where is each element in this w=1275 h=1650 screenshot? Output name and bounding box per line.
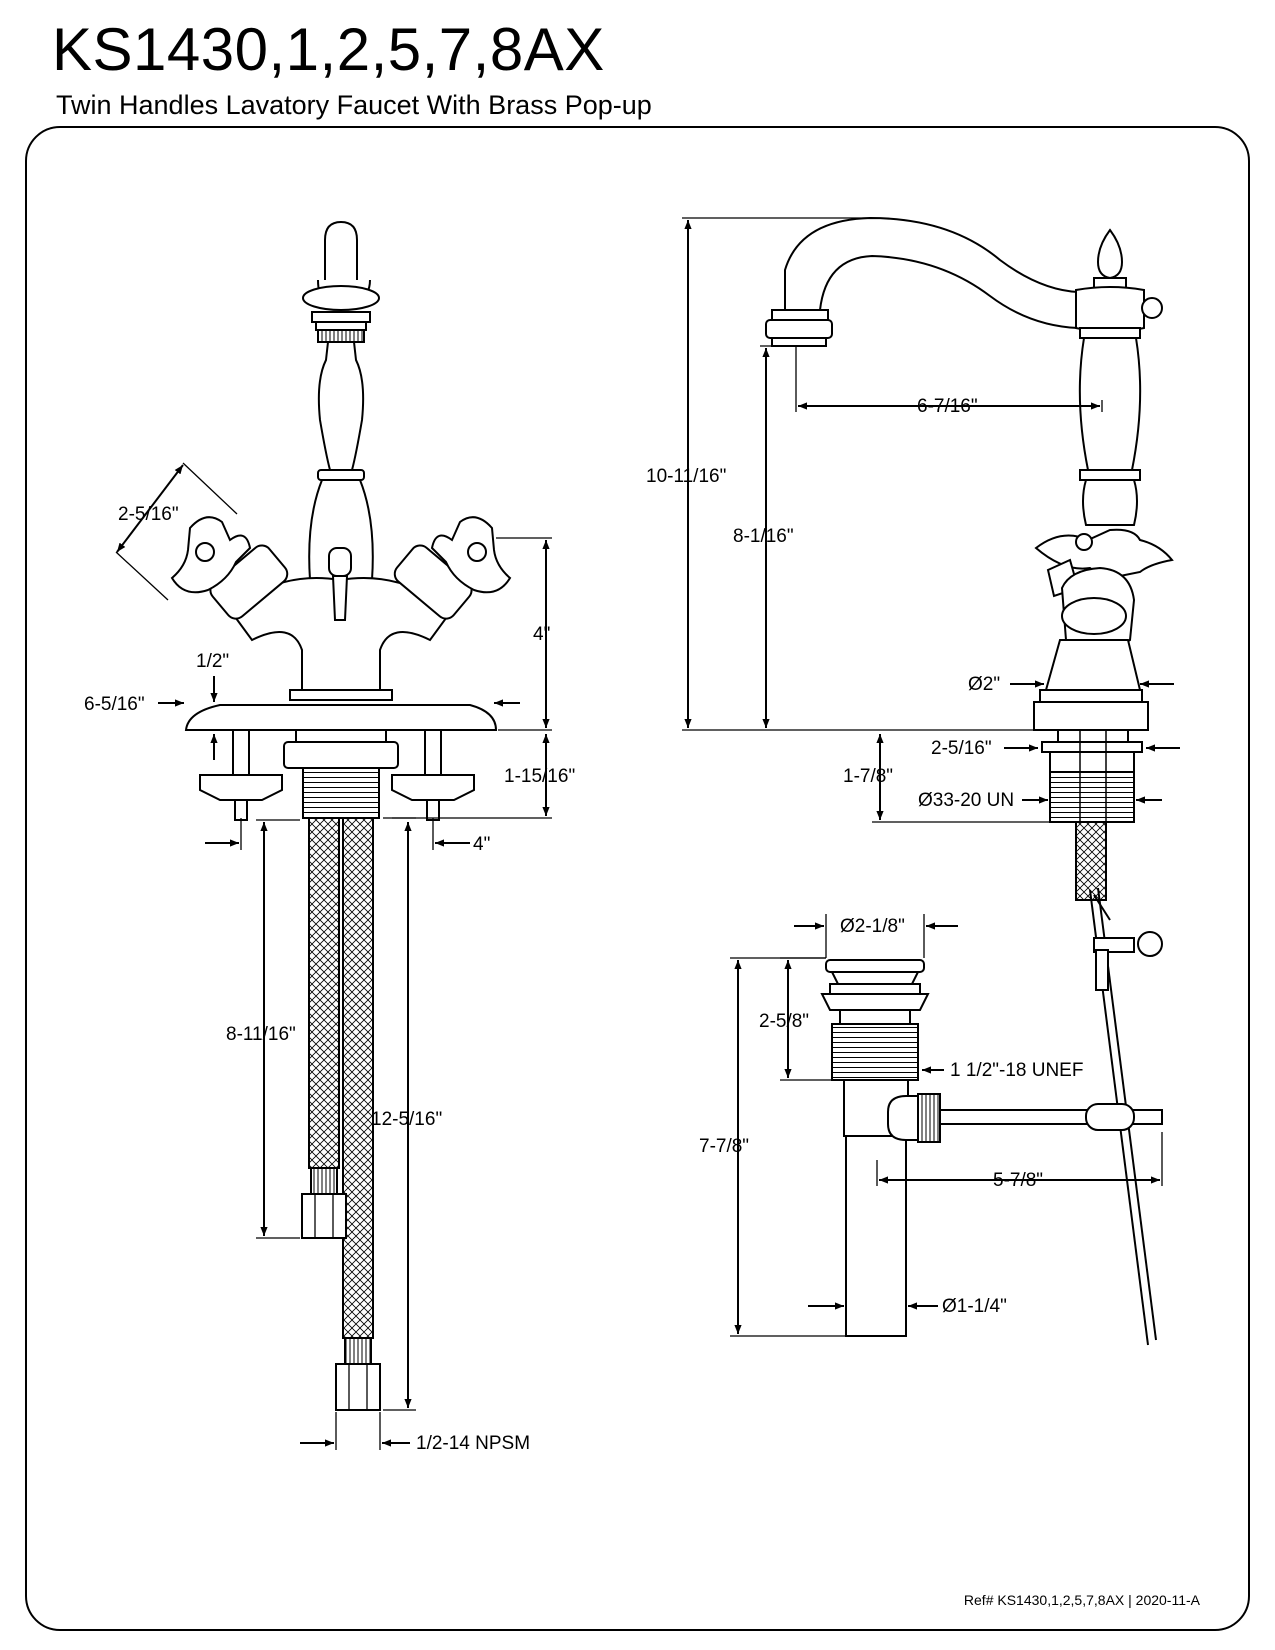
product-description: Twin Handles Lavatory Faucet With Brass … [56,90,652,120]
dim-handle-height: 4" [533,624,550,645]
dim-short-hose: 8-11/16" [226,1024,296,1045]
dim-drain-body-height: 2-5/8" [759,1011,809,1032]
dim-base-diameter: Ø2" [968,674,1000,695]
dim-handle-width: 2-5/16" [118,504,179,525]
dim-flange-diameter: Ø2-1/8" [840,916,905,937]
dim-tail-diameter: Ø1-1/4" [942,1296,1007,1317]
dim-center-spacing: 4" [473,834,490,855]
dim-spout-height: 8-1/16" [733,526,794,547]
popup-drain-dimensions [730,914,1163,1337]
side-view-dimensions [682,217,1180,823]
drawing-border [25,126,1250,1631]
dim-drain-overall-length: 7-7/8" [699,1136,749,1157]
dim-spout-reach: 6-7/16" [917,396,978,417]
dim-plate-width: 6-5/16" [84,694,145,715]
dim-rod-length: 5-7/8" [993,1170,1043,1191]
dim-hose-connection: 1/2-14 NPSM [416,1433,530,1454]
front-view-dimensions [115,462,552,1450]
dim-drain-thread: 1 1/2"-18 UNEF [950,1060,1083,1081]
front-view-faucet [170,220,512,1411]
dim-long-hose: 12-5/16" [371,1109,442,1130]
dim-side-shank-length: 1-7/8" [843,766,893,787]
dim-plate-thickness: 1/2" [196,651,229,672]
dim-hole-diameter: 2-5/16" [931,738,992,759]
popup-drain-assembly [820,959,1163,1337]
reference-code: Ref# KS1430,1,2,5,7,8AX | 2020-11-A [963,1592,1200,1608]
dim-shank-length: 1-15/16" [504,766,575,787]
side-view-faucet [765,216,1174,1346]
dim-overall-height: 10-11/16" [646,466,726,487]
model-number: KS1430,1,2,5,7,8AX [52,16,605,83]
dim-shank-thread: Ø33-20 UN [918,790,1014,811]
